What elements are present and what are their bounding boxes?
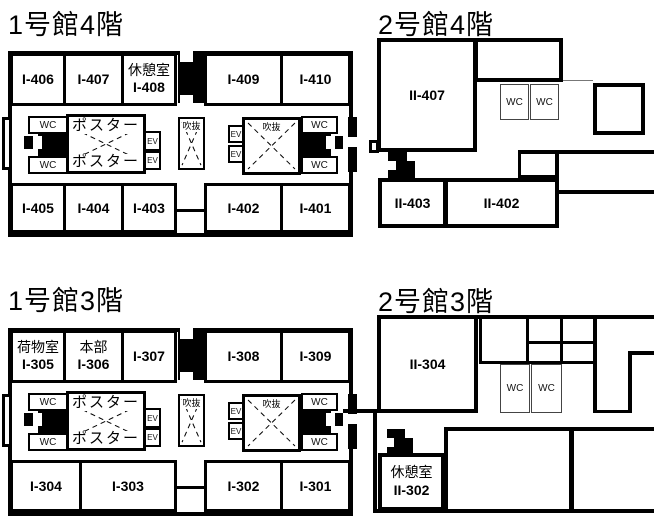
stairs-notch xyxy=(388,161,396,170)
stairs-notch xyxy=(326,136,335,149)
room-I-405: I-405 xyxy=(10,183,66,233)
atrium-void: 吹抜 xyxy=(242,394,301,452)
wc-room: WC xyxy=(301,116,338,134)
title-building2-floor4: 2号館4階 xyxy=(378,10,495,40)
poster-board-area: ポスター ポスター xyxy=(66,114,146,174)
wc-room: WC xyxy=(28,393,68,411)
room-I-302: I-302 xyxy=(204,460,283,512)
wall xyxy=(628,351,632,413)
atrium-void: 吹抜 xyxy=(242,117,301,175)
room-I-406: I-406 xyxy=(10,53,66,106)
wc-room: WC xyxy=(530,84,559,120)
corridor-cell xyxy=(518,150,558,178)
dashed-cross xyxy=(247,122,296,170)
title-building1-floor4: 1号館4階 xyxy=(8,10,125,40)
wall xyxy=(526,315,529,363)
dashed-cross xyxy=(181,398,202,443)
stairs-notch xyxy=(33,413,42,426)
room-I-401: I-401 xyxy=(280,183,351,233)
stairs-notch xyxy=(407,152,415,161)
stairs-notch xyxy=(180,372,193,383)
room-II-403: II-403 xyxy=(378,178,447,228)
stairs-notch xyxy=(180,328,193,339)
room-I-301: I-301 xyxy=(280,460,351,512)
room-I-410: I-410 xyxy=(280,53,351,106)
wall xyxy=(526,341,596,344)
room-I-407: I-407 xyxy=(63,53,124,106)
stairs-notch xyxy=(180,95,193,106)
stairs-notch xyxy=(33,136,42,149)
wall-tab xyxy=(348,394,357,414)
outer-wall xyxy=(373,409,377,513)
room-I-309: I-309 xyxy=(280,330,351,383)
stairs-notch xyxy=(405,429,413,438)
building1-f4-left-alcove xyxy=(2,117,12,170)
corridor-wall xyxy=(518,150,654,154)
wall xyxy=(560,315,563,363)
unlabeled-room xyxy=(570,427,654,513)
title-building2-floor3: 2号館3階 xyxy=(378,287,495,317)
connecting-corridor-wall xyxy=(343,409,383,413)
wall xyxy=(479,315,482,363)
atrium-void: 吹抜 xyxy=(178,394,205,447)
wall xyxy=(479,361,597,364)
room-II-402: II-402 xyxy=(444,178,559,228)
room-I-403: I-403 xyxy=(121,183,177,233)
room-II-407: II-407 xyxy=(377,38,477,152)
stairs-notch xyxy=(387,438,394,447)
room-I-409: I-409 xyxy=(204,53,283,106)
corridor-door-wall xyxy=(177,486,205,489)
elevator: EV xyxy=(144,428,161,447)
room-I-402: I-402 xyxy=(204,183,283,233)
room-I-308: I-308 xyxy=(204,330,283,383)
corridor-door-wall xyxy=(177,209,205,212)
wc-room: WC xyxy=(301,393,338,411)
building1-f3-left-alcove xyxy=(2,394,12,447)
wc-room: WC xyxy=(301,156,338,174)
wc-room: WC xyxy=(28,156,68,174)
wall-tab xyxy=(348,424,357,449)
title-building1-floor3: 1号館3階 xyxy=(8,286,125,316)
elevator: EV xyxy=(144,408,161,428)
detached-room xyxy=(593,83,645,135)
elevator: EV xyxy=(144,151,161,170)
poster-board-area: ポスター ポスター xyxy=(66,391,146,451)
wc-room: WC xyxy=(500,84,529,120)
building1-f3-right-door-gap xyxy=(347,414,355,424)
building1-f4-right-door-gap xyxy=(347,137,355,147)
wall xyxy=(593,315,597,413)
wc-room: WC xyxy=(28,116,68,134)
stairs-notch xyxy=(180,51,193,62)
room-I-307: I-307 xyxy=(121,330,177,383)
wc-room: WC xyxy=(500,364,530,413)
thin-wall xyxy=(563,80,593,81)
wall xyxy=(629,351,654,355)
wall-tab xyxy=(348,117,357,137)
dashed-cross xyxy=(181,121,202,166)
elevator: EV xyxy=(144,131,161,151)
wc-room: WC xyxy=(28,433,68,451)
wall xyxy=(595,410,632,413)
unlabeled-room xyxy=(444,427,573,513)
wall-tab xyxy=(348,147,357,172)
corridor-wall xyxy=(557,190,654,194)
atrium-void: 吹抜 xyxy=(178,117,205,170)
wc-room: WC xyxy=(531,364,562,413)
wc-room: WC xyxy=(301,433,338,451)
dashed-cross xyxy=(247,399,296,447)
room-I-304: I-304 xyxy=(10,460,82,512)
unlabeled-room xyxy=(474,38,563,82)
room-II-304: II-304 xyxy=(377,315,478,413)
room-I-303: I-303 xyxy=(79,460,177,512)
stairs-notch xyxy=(326,413,335,426)
room-I-404: I-404 xyxy=(63,183,124,233)
outer-wall xyxy=(377,315,654,319)
